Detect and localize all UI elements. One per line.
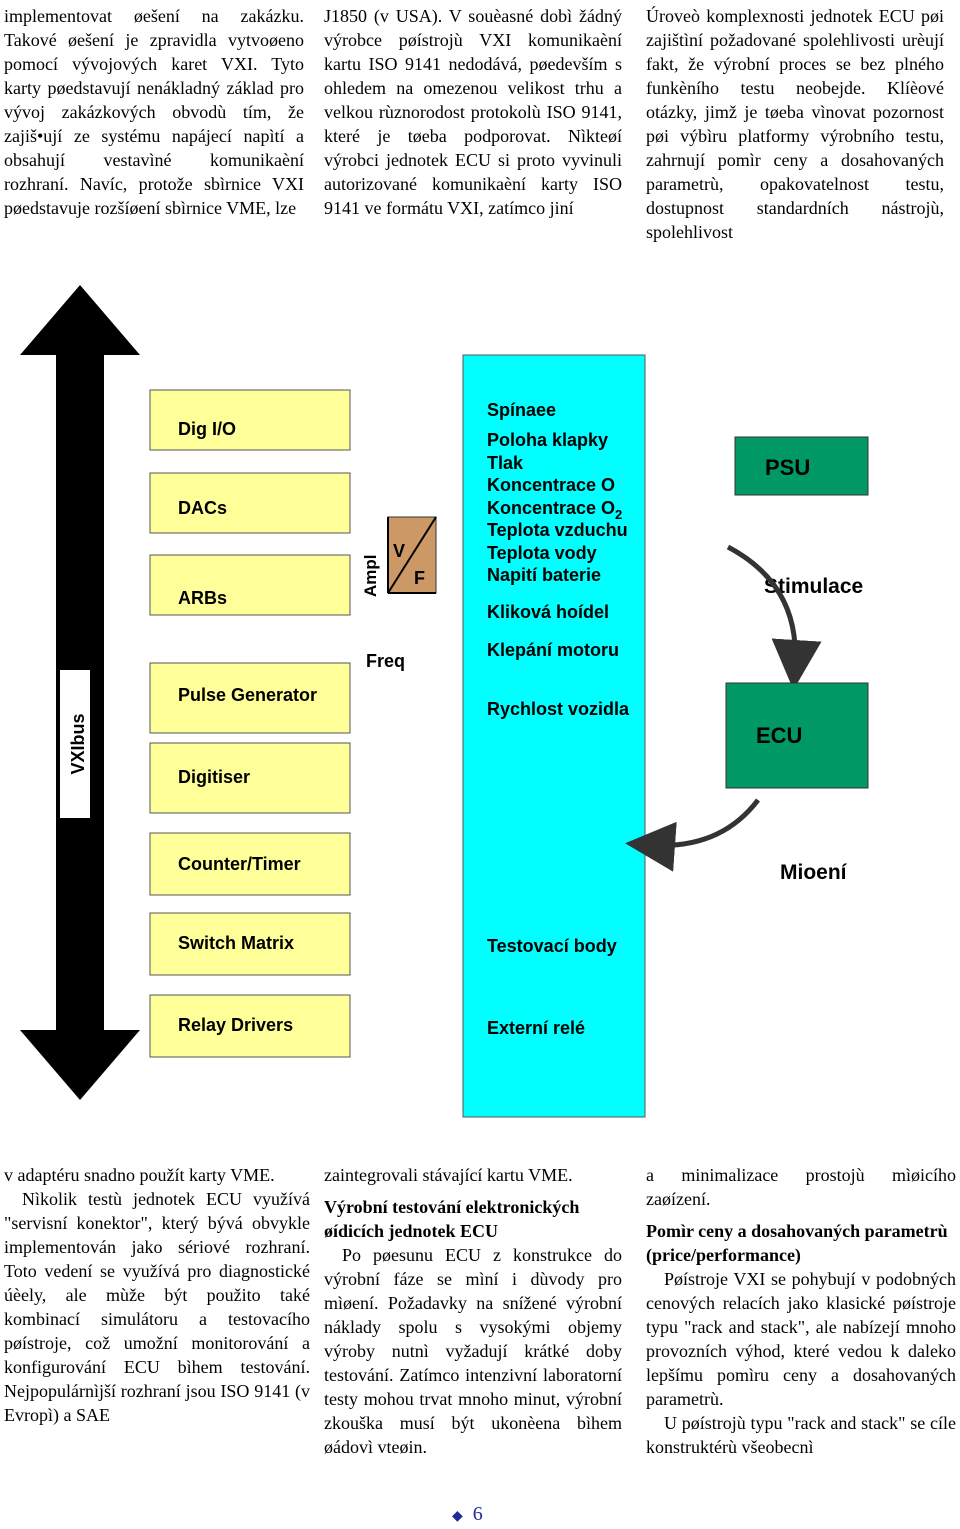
module-relay-drivers: Relay Drivers (178, 1015, 293, 1035)
signal-poloha-klapky: Poloha klapky (487, 430, 608, 450)
module-switch-matrix: Switch Matrix (178, 933, 294, 953)
bottom-col1-p1: v adaptéru snadno použít karty VME. (4, 1165, 275, 1185)
page-number: ◆6 (452, 1503, 483, 1526)
ecu-test-diagram: VXIbus Dig I/O DACs ARBs Pulse Generator… (20, 285, 869, 1118)
spacer (646, 1211, 956, 1219)
module-boxes (149, 389, 351, 1058)
vxibus-label: VXIbus (68, 713, 88, 774)
psu-label: PSU (765, 455, 810, 480)
o2-subscript: 2 (615, 507, 622, 522)
signal-testovaci-body: Testovací body (487, 936, 617, 956)
module-dacs: DACs (178, 498, 227, 518)
bottom-col1-p2: Nìkolik testù jednotek ECU využívá "serv… (4, 1189, 310, 1425)
top-column-2: J1850 (v USA). V souèasné dobì žádný výr… (324, 4, 622, 220)
bottom-col3-heading: Pomìr ceny a dosahovaných parametrù (pri… (646, 1221, 948, 1265)
stimulace-label: Stimulace (764, 575, 863, 598)
bottom-column-1: v adaptéru snadno použít karty VME. Nìko… (4, 1163, 310, 1427)
module-box-counter-timer (149, 832, 351, 896)
freq-label: Freq (366, 651, 405, 671)
module-box-pulse-generator (149, 662, 351, 734)
page-number-text: 6 (472, 1503, 483, 1525)
bottom-column-3: a minimalizace prostojù mìøicího zaøízen… (646, 1163, 956, 1459)
signal-napeti-baterie: Napití baterie (487, 565, 601, 585)
diamond-icon: ◆ (452, 1509, 463, 1524)
module-box-arbs (149, 554, 351, 616)
vf-symbol-diagonal (387, 516, 437, 594)
top-column-3: Úroveò komplexnosti jednotek ECU pøi zaj… (646, 4, 944, 244)
module-digitiser: Digitiser (178, 767, 250, 787)
spacer (324, 1187, 622, 1195)
mereni-label: Mioení (780, 861, 848, 884)
bottom-col3-p3: U pøístrojù typu "rack and stack" se cíl… (646, 1413, 956, 1457)
signal-klikova-hridel: Kliková hoídel (487, 602, 609, 622)
bottom-col2-p2: Po pøesunu ECU z konstrukce do výrobní f… (324, 1245, 622, 1457)
module-box-dacs (149, 472, 351, 534)
bottom-col3-p1: a minimalizace prostojù mìøicího zaøízen… (646, 1165, 956, 1209)
ecu-box (725, 682, 869, 789)
psu-box (734, 436, 869, 496)
module-box-switch-matrix (149, 912, 351, 976)
vxibus-label-box (60, 670, 90, 818)
signal-externi-rele: Externí relé (487, 1018, 585, 1038)
stimulace-arrow (726, 544, 822, 690)
f-label: F (414, 568, 425, 588)
module-box-relay-drivers (149, 994, 351, 1058)
module-arbs: ARBs (178, 588, 227, 608)
bottom-col3-p2: Pøístroje VXI se pohybují v podobných ce… (646, 1269, 956, 1409)
ampl-label: Ampl (361, 555, 380, 598)
bottom-column-2: zaintegrovali stávající kartu VME. Výrob… (324, 1163, 622, 1459)
signal-teplota-vzduchu: Teplota vzduchu (487, 520, 628, 540)
bottom-col2-heading: Výrobní testování elektronických øídicíc… (324, 1197, 580, 1241)
mereni-arrow (625, 798, 760, 872)
top-column-1: implementovat øešení na zakázku. Takové … (4, 4, 304, 220)
bottom-col2-p1: zaintegrovali stávající kartu VME. (324, 1165, 573, 1185)
signal-klepani-motoru: Klepání motoru (487, 640, 619, 660)
ecu-label: ECU (756, 723, 802, 748)
module-counter-timer: Counter/Timer (178, 854, 301, 874)
top-col3-text: Úroveò komplexnosti jednotek ECU pøi zaj… (646, 6, 944, 242)
module-box-dig-io (149, 389, 351, 451)
signal-koncentrace-o2: Koncentrace O2 (487, 498, 622, 522)
signal-koncentrace-o: Koncentrace O (487, 475, 615, 495)
signal-spinace: Spínaee (487, 400, 556, 420)
v-label: V (393, 541, 405, 561)
top-col1-text: implementovat øešení na zakázku. Takové … (4, 6, 304, 218)
module-box-digitiser (149, 742, 351, 814)
signal-koncentrace-o2-text: Koncentrace O (487, 498, 615, 518)
signal-panel (462, 354, 646, 1118)
module-dig-io: Dig I/O (178, 419, 236, 439)
signal-rychlost-vozidla: Rychlost vozidla (487, 699, 630, 719)
module-pulse-generator: Pulse Generator (178, 685, 317, 705)
signal-tlak: Tlak (487, 453, 524, 473)
top-col2-text: J1850 (v USA). V souèasné dobì žádný výr… (324, 6, 622, 218)
signal-teplota-vody: Teplota vody (487, 543, 597, 563)
